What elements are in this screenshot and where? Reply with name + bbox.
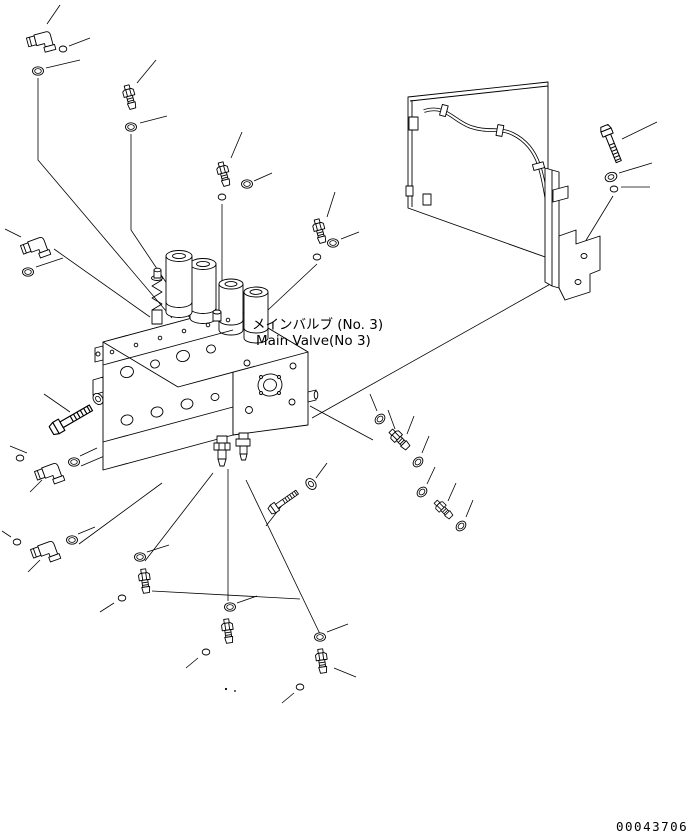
leader-line <box>340 231 360 240</box>
leader-line <box>265 503 284 527</box>
o-ring <box>314 632 326 642</box>
main-valve-assembly <box>92 250 319 471</box>
o-ring <box>66 535 78 545</box>
routing-line <box>584 195 614 243</box>
part-number: 00043706 <box>616 819 688 834</box>
o-ring <box>32 66 44 76</box>
leader-line <box>618 162 653 174</box>
o-ring <box>201 648 211 656</box>
leader-line <box>185 657 199 669</box>
leader-line <box>4 228 22 238</box>
leader-line <box>281 692 295 704</box>
routing-line <box>267 263 318 311</box>
leader-line <box>99 602 115 613</box>
o-ring <box>125 122 137 132</box>
leader-line <box>333 667 357 678</box>
leader-line <box>79 447 98 457</box>
routing-line <box>245 479 321 635</box>
leader-line <box>326 191 336 218</box>
tube-clip <box>495 124 505 137</box>
o-ring <box>117 594 127 602</box>
leader-line <box>426 466 436 485</box>
valve-cylinder <box>243 286 269 344</box>
leader-line <box>136 59 157 84</box>
o-ring <box>241 179 253 189</box>
mounting-bracket <box>405 81 601 301</box>
leader-line <box>139 115 168 124</box>
o-ring <box>58 45 68 53</box>
leader-line <box>27 559 41 573</box>
bracket-tab <box>408 116 419 131</box>
leader-line <box>406 415 415 435</box>
o-ring <box>295 683 305 691</box>
leader-line <box>465 499 474 518</box>
routing-line <box>144 472 214 562</box>
dots <box>224 687 236 692</box>
leader-line <box>253 172 273 182</box>
o-ring <box>609 185 619 193</box>
leader-line <box>387 409 396 430</box>
leader-line <box>421 435 430 454</box>
main-valve-label-en: Main Valve(No 3) <box>256 333 371 349</box>
leader-line <box>326 623 349 633</box>
valve-bottom-fitting <box>235 432 251 461</box>
o-ring <box>134 552 146 562</box>
leader-line <box>369 393 378 412</box>
o-ring <box>224 602 236 612</box>
valve-spring-relief <box>151 267 163 325</box>
routing-line <box>37 78 173 319</box>
o-ring <box>68 457 80 467</box>
routing-line <box>311 272 571 419</box>
valve-top-port <box>212 309 222 322</box>
leader-line <box>315 462 328 479</box>
leader-line <box>46 4 61 25</box>
leader-line <box>447 482 457 502</box>
leader-line <box>29 479 43 493</box>
tube-clip <box>439 103 449 118</box>
leader-line <box>43 393 71 413</box>
o-ring <box>327 238 339 248</box>
valve-right-details <box>243 359 319 414</box>
bracket-plate-edge <box>409 85 549 102</box>
routing-line <box>309 405 374 441</box>
bracket-tab <box>405 185 414 197</box>
tube-clip <box>531 161 546 171</box>
o-ring <box>12 538 22 546</box>
leader-line <box>9 445 28 454</box>
leader-line <box>1 530 12 538</box>
o-ring <box>217 193 227 201</box>
leader-line <box>146 544 170 553</box>
main-valve-label-jp: メインバルブ (No. 3) <box>252 316 383 333</box>
o-ring <box>312 253 322 261</box>
bracket-hinge <box>552 185 569 203</box>
bracket-foot-hole <box>574 279 582 285</box>
valve-front-details <box>92 317 234 443</box>
o-ring <box>15 454 25 462</box>
o-ring <box>22 267 34 277</box>
leader-line <box>230 131 243 159</box>
bracket-foot-hole <box>580 253 588 259</box>
bracket-tab <box>422 193 432 206</box>
leader-line <box>236 595 258 604</box>
routing-line <box>78 482 163 545</box>
leader-line <box>35 257 64 268</box>
leader-line <box>45 59 81 69</box>
routing-line <box>53 248 151 318</box>
routing-line <box>151 590 301 600</box>
leader-line <box>77 526 96 535</box>
valve-cylinder <box>189 258 217 324</box>
valve-bottom-fitting <box>213 435 231 467</box>
bracket-foot <box>558 229 601 301</box>
leader-line <box>68 37 91 47</box>
valve-cylinder <box>218 278 244 336</box>
leader-line <box>621 121 658 140</box>
valve-cylinder <box>165 250 193 318</box>
